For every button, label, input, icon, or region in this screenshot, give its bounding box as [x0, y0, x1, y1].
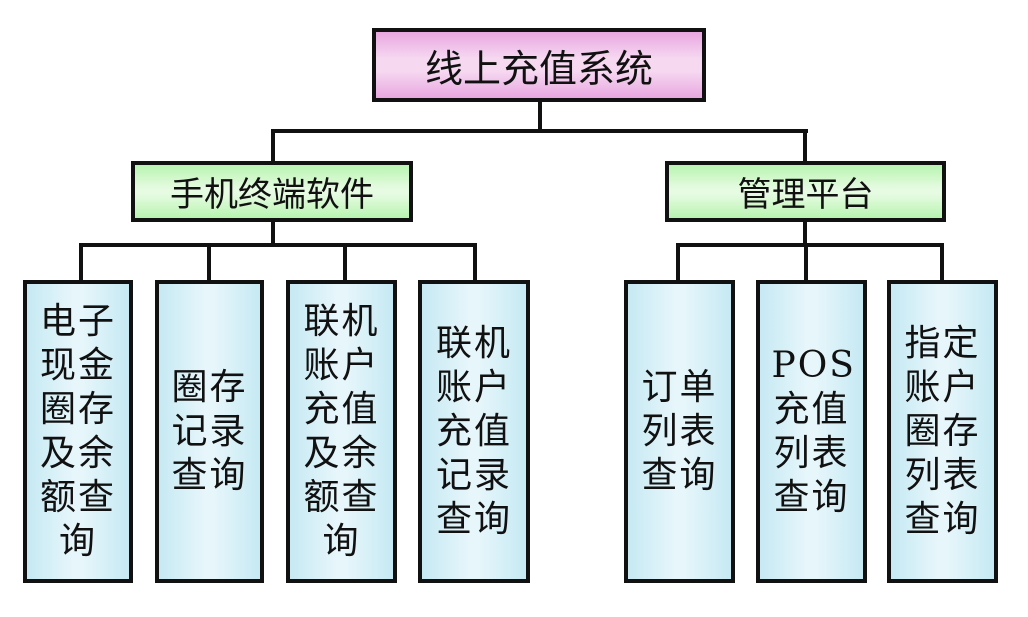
leaf-node-label: 圈存记录查询 — [171, 366, 248, 496]
root-bar — [271, 129, 808, 133]
leaf-stem — [473, 243, 477, 281]
leaf-node: 联机账户充值及余额查询 — [286, 280, 397, 583]
leaf-node-label: 指定账户圈存列表查询 — [904, 322, 981, 540]
root-stem — [538, 100, 542, 133]
leaf-node: 电子现金圈存及余额查询 — [23, 280, 133, 583]
left-branch-stem-out — [271, 220, 275, 247]
leaf-node: 指定账户圈存列表查询 — [887, 280, 998, 583]
leaf-node-label: 联机账户充值及余额查询 — [303, 300, 380, 562]
branch-node-mobile-software: 手机终端软件 — [131, 161, 413, 222]
root-node-label: 线上充值系统 — [424, 46, 653, 91]
leaf-stem — [343, 243, 347, 281]
leaf-stem — [676, 243, 680, 281]
leaf-stem — [79, 243, 83, 281]
right-branch-bar — [676, 243, 944, 247]
leaf-node-label: 订单列表查询 — [641, 366, 718, 496]
right-branch-stem-in — [803, 129, 807, 162]
branch-node-label: 手机终端软件 — [170, 175, 374, 215]
branch-node-management-platform: 管理平台 — [665, 161, 946, 222]
leaf-node-label: 电子现金圈存及余额查询 — [39, 300, 116, 562]
leaf-node: 订单列表查询 — [624, 280, 735, 583]
branch-node-label: 管理平台 — [737, 175, 874, 215]
leaf-stem — [940, 243, 944, 281]
left-branch-stem-in — [271, 129, 275, 162]
right-branch-stem-out — [803, 220, 807, 247]
root-node: 线上充值系统 — [372, 28, 706, 102]
leaf-stem — [207, 243, 211, 281]
leaf-node-label: 联机账户充值记录查询 — [435, 322, 512, 540]
leaf-stem — [804, 243, 808, 281]
leaf-node: 圈存记录查询 — [155, 280, 264, 583]
left-branch-bar — [79, 243, 477, 247]
leaf-node: 联机账户充值记录查询 — [418, 280, 530, 583]
